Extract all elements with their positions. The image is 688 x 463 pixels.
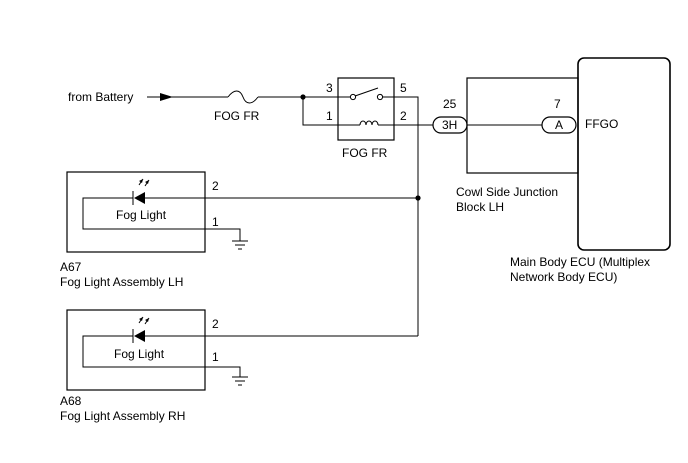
battery-arrow-icon	[160, 93, 173, 101]
junction-connector-label: 3H	[442, 118, 457, 132]
wire-fog-rh-ground	[205, 366, 241, 377]
wire-relay-coil-feed	[302, 97, 338, 126]
fuse-label: FOG FR	[214, 109, 260, 123]
fog-lh-code: A67	[60, 260, 82, 274]
wire-relay-output	[394, 96, 419, 336]
relay-pin-2: 2	[400, 109, 407, 123]
fog-rh-pin-1: 1	[212, 350, 219, 364]
relay-label: FOG FR	[342, 146, 388, 160]
junction-block-label-line1: Cowl Side Junction	[456, 185, 558, 199]
relay-pin-3: 3	[326, 81, 333, 95]
fog-rh-led-icon	[132, 316, 150, 343]
fog-rh-label-bg	[108, 345, 174, 361]
junction-pin-number: 25	[443, 97, 457, 111]
ecu-connector-label: A	[555, 118, 563, 132]
fog-lh-ground-icon	[232, 240, 248, 250]
fog-lh-name: Fog Light Assembly LH	[60, 275, 183, 289]
fog-rh-internal-return	[82, 335, 205, 368]
fog-lh-internal-return	[82, 197, 205, 230]
fog-rh-box	[66, 309, 206, 391]
fog-rh-ground-icon	[232, 376, 248, 386]
fog-lh-pin-2: 2	[212, 179, 219, 193]
ecu-terminal-label: FFGO	[585, 117, 618, 131]
wire-fog-lh-ground	[205, 228, 241, 241]
fog-rh-name: Fog Light Assembly RH	[60, 409, 185, 423]
fog-lh-pin-1: 1	[212, 215, 219, 229]
battery-label: from Battery	[68, 90, 133, 104]
ecu-label-line2: Network Body ECU)	[510, 270, 617, 284]
relay-switch-icon	[338, 87, 394, 101]
fog-rh-pin-2: 2	[212, 317, 219, 331]
fog-rh-code: A68	[60, 394, 82, 408]
relay-box	[337, 77, 395, 141]
ecu-box	[577, 57, 671, 251]
relay-coil-icon	[338, 120, 394, 126]
fuse-icon	[227, 90, 259, 104]
relay-pin-5: 5	[400, 81, 407, 95]
junction-block-label-line2: Block LH	[456, 200, 504, 214]
fog-lh-led-icon	[132, 178, 150, 205]
ecu-connector	[541, 116, 577, 134]
fog-lh-box	[66, 171, 206, 253]
fog-lh-label-bg	[110, 206, 176, 222]
ecu-label-line1: Main Body ECU (Multiplex	[510, 255, 650, 269]
fog-lh-inner-label: Fog Light	[116, 208, 167, 222]
ecu-pin-number: 7	[554, 97, 561, 111]
relay-pin-1: 1	[326, 109, 333, 123]
fog-rh-inner-label: Fog Light	[114, 347, 165, 361]
junction-dot-fog-lh	[415, 195, 421, 201]
